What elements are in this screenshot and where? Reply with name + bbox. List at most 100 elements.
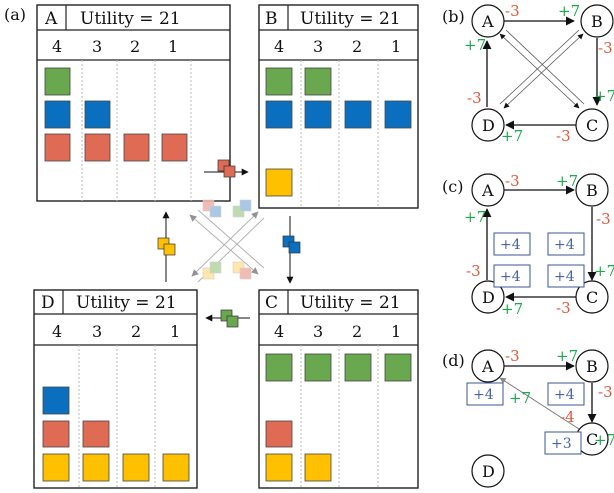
- item-blue: [344, 100, 372, 129]
- graph-c-label-c-right: +7: [594, 262, 614, 280]
- item-yellow: [42, 453, 70, 482]
- graph-d-label-c-right: +7: [594, 431, 614, 449]
- item-yellow: [304, 453, 332, 482]
- graph-d: A B C D +4 +4 +3 -3 +7 -3 +7 -4 +7: [466, 347, 614, 488]
- graph-b-node-a: A: [481, 12, 494, 31]
- agent-c-table: C Utility = 21 4 3 2 1: [258, 289, 419, 489]
- item-yellow: [82, 453, 110, 482]
- agent-d-col-4: 4: [52, 322, 62, 341]
- agent-a-col-2: 2: [130, 37, 140, 56]
- item-blue: [84, 100, 111, 129]
- agent-a-col-4: 4: [52, 37, 62, 56]
- agent-d-col-1: 1: [170, 322, 180, 341]
- agent-c-col-4: 4: [274, 322, 284, 341]
- item-red: [265, 420, 293, 448]
- agent-b-id: B: [265, 9, 278, 29]
- agent-d-col-2: 2: [131, 322, 141, 341]
- graph-c: A B C D +4 +4 +4 +4 -3 +7 +7 -3 +7 -3 +7…: [464, 172, 614, 318]
- item-red: [82, 420, 110, 448]
- graph-d-box-3: +3: [551, 436, 572, 452]
- agent-a-id: A: [44, 9, 58, 29]
- item-green: [304, 353, 332, 382]
- graph-d-node-d: D: [482, 462, 495, 481]
- graph-d-label-a-neg: -3: [505, 347, 520, 365]
- item-yellow: [122, 453, 150, 482]
- item-blue: [304, 100, 332, 129]
- graph-b-node-c: C: [586, 116, 598, 135]
- transfer-d-to-a: [157, 211, 176, 282]
- item-green: [384, 353, 412, 382]
- item-blue: [44, 100, 71, 129]
- graph-b-label-a-pos: +7: [464, 36, 486, 54]
- item-green: [265, 353, 293, 382]
- panel-label-c: (c): [442, 177, 463, 196]
- graph-d-node-a: A: [481, 357, 494, 376]
- graph-d-node-b: B: [586, 357, 598, 376]
- item-red: [123, 133, 150, 162]
- graph-c-box-4: +4: [554, 269, 575, 285]
- graph-c-label-b-top: +7: [556, 172, 578, 190]
- item-red: [44, 133, 71, 162]
- item-red: [42, 420, 70, 448]
- agent-a-table: A Utility = 21 4 3 2 1: [36, 4, 231, 202]
- item-blue: [42, 386, 70, 415]
- agent-a-col-3: 3: [92, 37, 102, 56]
- item-blue: [265, 100, 293, 129]
- item-red: [161, 133, 188, 162]
- graph-b-label-b-right: -3: [598, 39, 613, 57]
- agent-b-col-1: 1: [391, 37, 401, 56]
- graph-d-box-2: +4: [554, 387, 575, 403]
- graph-d-label-c-neg: -4: [560, 408, 575, 426]
- transfer-c-to-d: [205, 309, 250, 328]
- agent-c-col-2: 2: [352, 322, 362, 341]
- graph-b: A B C D -3 +7 +7 -3 +7 -3 +7 -3: [464, 2, 614, 145]
- graph-c-label-c-bottom: -3: [556, 299, 571, 317]
- graph-c-label-a-pos: +7: [464, 208, 486, 226]
- graph-c-node-a: A: [481, 181, 494, 200]
- transfer-b-to-c: [282, 216, 301, 284]
- graph-b-label-d-bottom: +7: [501, 127, 523, 145]
- transfer-a-to-b: [204, 159, 249, 178]
- agent-b-col-4: 4: [274, 37, 284, 56]
- panel-label-a: (a): [4, 5, 26, 24]
- agent-b-col-2: 2: [352, 37, 362, 56]
- agent-a-col-1: 1: [168, 37, 178, 56]
- agent-c-col-3: 3: [313, 322, 323, 341]
- graph-c-box-3: +4: [500, 269, 521, 285]
- item-yellow: [265, 168, 293, 197]
- item-green: [304, 67, 332, 96]
- agent-b-col-3: 3: [313, 37, 323, 56]
- graph-b-label-c-bottom: -3: [556, 127, 571, 145]
- agent-d-id: D: [41, 293, 55, 313]
- agent-d-col-3: 3: [92, 322, 102, 341]
- graph-c-node-c: C: [586, 288, 598, 307]
- item-red: [84, 133, 111, 162]
- agent-c-id: C: [265, 293, 278, 313]
- graph-d-label-b-top: +7: [556, 347, 578, 365]
- graph-c-box-2: +4: [554, 237, 575, 253]
- agent-c-col-1: 1: [391, 322, 401, 341]
- graph-b-label-d-left: -3: [467, 89, 482, 107]
- panel-label-b: (b): [442, 7, 465, 26]
- agent-b-table: B Utility = 21 4 3 2 1: [258, 4, 419, 209]
- item-yellow: [162, 453, 190, 482]
- graph-d-box-1: +4: [473, 387, 494, 403]
- item-green: [344, 353, 372, 382]
- graph-b-node-b: B: [591, 12, 603, 31]
- agent-a-utility: Utility = 21: [80, 9, 181, 29]
- panel-label-d: (d): [442, 351, 465, 370]
- graph-d-label-b-right: -3: [598, 383, 613, 401]
- graph-c-label-d-left: -3: [466, 262, 481, 280]
- graph-d-node-c: C: [586, 430, 598, 449]
- graph-b-label-c-right: +7: [594, 87, 614, 105]
- agent-d-table: D Utility = 21 4 3 2 1: [33, 289, 198, 489]
- agent-d-utility: Utility = 21: [76, 293, 177, 313]
- agent-c-utility: Utility = 21: [300, 293, 401, 313]
- agent-b-utility: Utility = 21: [300, 9, 401, 29]
- graph-b-label-a-neg: -3: [505, 2, 520, 20]
- item-blue: [384, 100, 412, 129]
- graph-d-label-diag-pos: +7: [509, 389, 531, 407]
- graph-c-box-1: +4: [500, 237, 521, 253]
- graph-c-node-b: B: [586, 181, 598, 200]
